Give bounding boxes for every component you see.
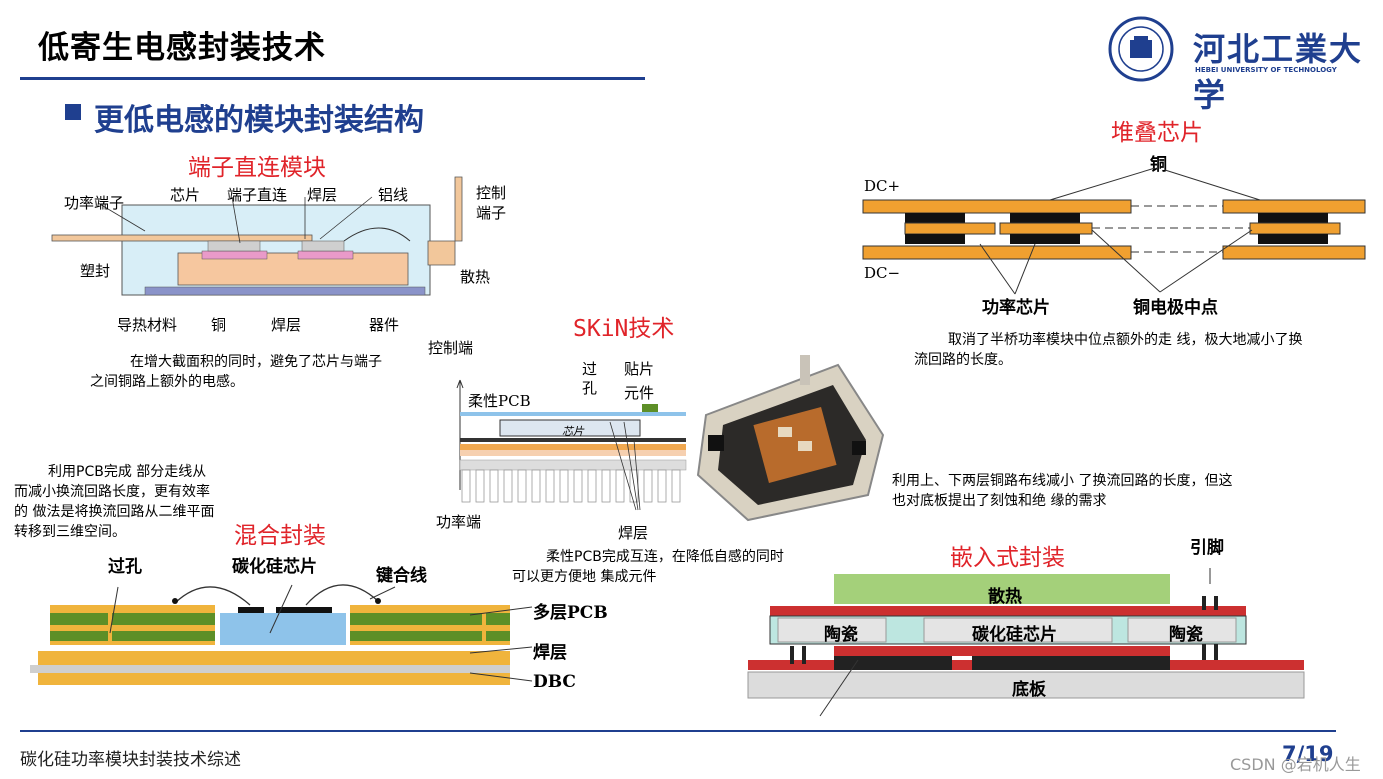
label-ceramic-right: 陶瓷 <box>1169 625 1203 645</box>
label-power-chip: 功率芯片 <box>982 298 1050 318</box>
skin-diagram <box>456 379 687 511</box>
label-flex-pcb: 柔性PCB <box>468 392 531 410</box>
label-multilayer-pcb: 多层PCB <box>533 603 608 623</box>
hybrid-description: 利用PCB完成 部分走线从而减小换流回路长度，更有效率的 做法是将换流回路从二维… <box>14 464 215 540</box>
label-control-terminal: 端子 <box>476 204 507 222</box>
stacked-chip-diagram <box>862 167 1366 295</box>
page-number: 7/19 <box>1282 742 1334 766</box>
label-via-bottom: 孔 <box>582 379 598 397</box>
hybrid-package-diagram <box>30 584 533 685</box>
label-copper: 铜 <box>211 316 227 334</box>
label-copper-midpoint: 铜电极中点 <box>1133 298 1218 318</box>
skin-module-photo <box>696 355 885 522</box>
label-ceramic-left: 陶瓷 <box>824 625 858 645</box>
label-heat-sink: 散热 <box>460 268 491 286</box>
footer-divider <box>20 730 1336 732</box>
label-pin: 引脚 <box>1190 538 1224 558</box>
label-embedded-heat-sink: 散热 <box>988 587 1022 607</box>
terminal-module-description: 在增大截面积的同时，避免了芯片与端子 之间铜路上额外的电感。 <box>90 354 382 390</box>
university-logo-subtext: HEBEI UNIVERSITY OF TECHNOLOGY <box>1195 66 1337 74</box>
label-smd-top: 贴片 <box>624 360 655 378</box>
label-thermal-material: 导热材料 <box>117 316 178 334</box>
embedded-description: 利用上、下两层铜路布线减小 了换流回路的长度，但这也对底板提出了刻蚀和绝 缘的需… <box>892 473 1233 509</box>
embedded-heading: 嵌入式封装 <box>950 545 1065 571</box>
label-smd-bottom: 元件 <box>624 384 655 402</box>
label-power-end: 功率端 <box>436 513 482 531</box>
label-stacked-copper: 铜 <box>1150 155 1167 175</box>
label-embedded-sic-chip: 碳化硅芯片 <box>972 625 1057 645</box>
bullet-square-icon <box>65 104 81 120</box>
label-dc-plus: DC+ <box>864 177 901 195</box>
label-baseplate: 底板 <box>1012 680 1046 700</box>
skin-description: 柔性PCB完成互连，在降低自感的同时可以更方便地 集成元件 <box>512 549 784 585</box>
label-solder-hybrid: 焊层 <box>533 643 567 663</box>
university-seal-icon <box>1108 16 1174 82</box>
csdn-watermark: CSDN @宕机人生 <box>1230 755 1361 774</box>
label-skin-chip: 芯片 <box>562 425 584 438</box>
stacked-heading: 堆叠芯片 <box>1111 120 1203 146</box>
label-sic-chip: 碳化硅芯片 <box>232 557 317 577</box>
terminal-module-heading: 端子直连模块 <box>188 155 326 181</box>
label-skin-solder: 焊层 <box>618 524 649 542</box>
label-via-top: 过 <box>582 360 598 378</box>
section-subtitle: 更低电感的模块封装结构 <box>94 103 424 138</box>
stacked-description: 取消了半桥功率模块中位点额外的走 线，极大地减小了换流回路的长度。 <box>914 332 1303 368</box>
hybrid-heading: 混合封装 <box>234 523 326 549</box>
label-encapsulation: 塑封 <box>80 262 111 280</box>
label-control-end: 控制端 <box>428 339 474 357</box>
label-bond-wire: 键合线 <box>376 566 427 586</box>
label-device: 器件 <box>369 316 400 334</box>
label-al-wire: 铝线 <box>378 186 409 204</box>
label-solder-top: 焊层 <box>307 186 338 204</box>
label-power-terminal: 功率端子 <box>64 194 125 212</box>
label-chip: 芯片 <box>170 186 201 204</box>
title-underline <box>20 77 645 80</box>
embedded-package-diagram <box>747 568 1305 717</box>
label-via: 过孔 <box>108 557 142 577</box>
label-control: 控制 <box>476 184 507 202</box>
label-solder-bottom: 焊层 <box>271 316 302 334</box>
university-logo-text: 河北工業大学 <box>1193 30 1364 114</box>
label-direct-terminal: 端子直连 <box>227 186 288 204</box>
terminal-module-diagram <box>51 176 463 296</box>
page-title: 低寄生电感封装技术 <box>38 30 326 66</box>
skin-heading: SKiN技术 <box>573 316 675 342</box>
label-dbc: DBC <box>533 672 576 692</box>
label-dc-minus: DC− <box>864 264 901 282</box>
footer-text: 碳化硅功率模块封装技术综述 <box>20 750 241 770</box>
